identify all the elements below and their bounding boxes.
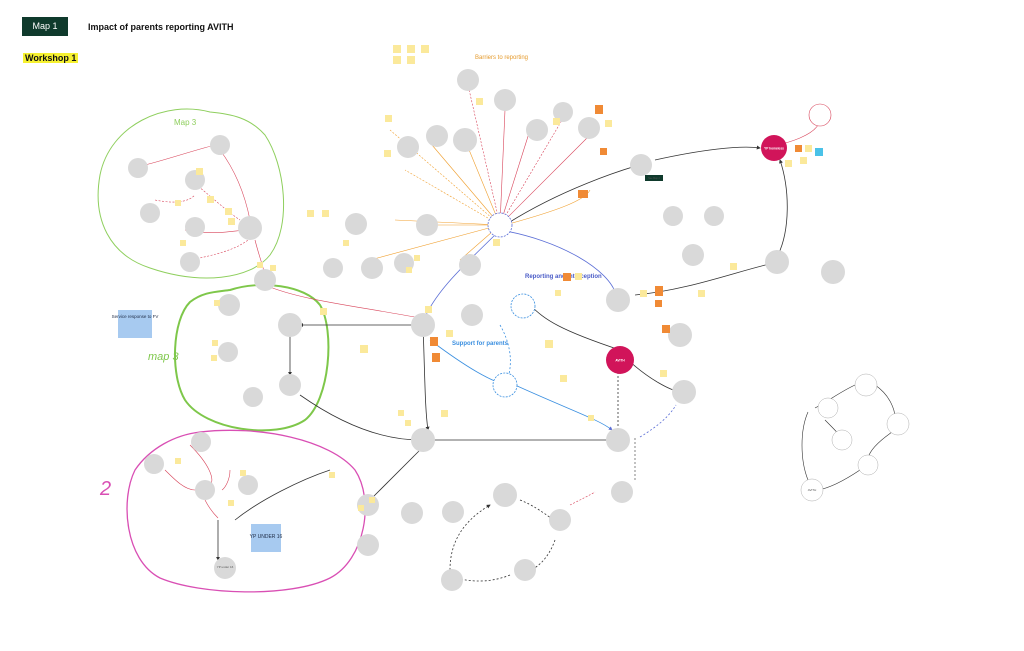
- yp-under16-outline: [126, 429, 366, 593]
- yp-under16-node-label: YP under 16: [217, 565, 234, 569]
- node-left-1: [345, 213, 367, 235]
- node-barrier-5: [494, 89, 516, 111]
- node-education: [357, 534, 379, 556]
- node-u16-2: [191, 432, 211, 452]
- map-title: Impact of parents reporting AVITH: [88, 22, 234, 32]
- node-yp-enter: [411, 428, 435, 452]
- section-barriers: Barriers to reporting: [475, 55, 528, 61]
- node-barrier-6: [526, 119, 548, 141]
- node-barrier-4: [457, 69, 479, 91]
- node-parents-drug: [663, 206, 683, 226]
- node-left-2: [416, 214, 438, 236]
- node-yp-grant: [323, 258, 343, 278]
- avith-node[interactable]: [606, 346, 634, 374]
- map-title-badge: Map 1: [22, 17, 68, 36]
- node-only-support: [279, 374, 301, 396]
- node-mental-conditions: [765, 250, 789, 274]
- connectors: [216, 145, 788, 582]
- node-professional: [461, 304, 483, 326]
- node-m3-2: [128, 158, 148, 178]
- map3-arrows: [144, 124, 819, 519]
- node-parent-support: [510, 293, 536, 319]
- node-yp-lost: [254, 269, 276, 291]
- node-wait: [459, 254, 481, 276]
- node-reduced: [549, 509, 571, 531]
- node-yp-over16: [441, 569, 463, 591]
- node-risk-high: [514, 559, 536, 581]
- grey-nodes: [128, 69, 910, 591]
- handwritten-two: 2: [99, 478, 111, 500]
- avith-small-label: AVITH: [808, 488, 817, 492]
- service-response-label: Service response to FV: [112, 314, 159, 319]
- barrier-arrows: [369, 84, 596, 261]
- node-legal: [442, 501, 464, 523]
- node-barrier-7: [553, 102, 573, 122]
- node-no-clear: [243, 387, 263, 407]
- node-barrier-2: [426, 125, 448, 147]
- node-u16-4: [195, 480, 215, 500]
- yp-under16-label: YP UNDER 16: [250, 534, 283, 540]
- node-m3-5: [185, 217, 205, 237]
- node-mental-health: [682, 244, 704, 266]
- node-parent-lack: [704, 206, 724, 226]
- node-yp-ongoing: [672, 380, 696, 404]
- node-barrier-1: [397, 136, 419, 158]
- node-u16-1: [144, 454, 164, 474]
- node-m3-4: [140, 203, 160, 223]
- yp-under16-box: [251, 524, 281, 552]
- node-parents-stay: [492, 372, 518, 398]
- node-reported-fv: [411, 313, 435, 337]
- node-m3-1: [210, 135, 230, 155]
- sticky-notes: [175, 45, 823, 511]
- section-map3: Map 3: [174, 118, 197, 127]
- service-response-box: [118, 310, 152, 338]
- node-approach: [218, 342, 238, 362]
- dark-tag-label: See Map 2: [648, 177, 660, 180]
- node-services-rely: [611, 481, 633, 503]
- node-services-designed: [278, 313, 302, 337]
- node-left-4: [361, 257, 383, 279]
- node-excluding: [668, 323, 692, 347]
- node-u16-3: [238, 475, 258, 495]
- workshop-label: Workshop 1: [23, 53, 79, 63]
- node-yp-risk: [821, 260, 845, 284]
- node-yp-exits: [630, 154, 652, 176]
- node-parents-delay: [487, 212, 513, 238]
- dark-tag: [645, 175, 663, 181]
- node-m3-6: [238, 216, 262, 240]
- node-lack-control: [218, 294, 240, 316]
- yp-homeless-node[interactable]: [761, 135, 787, 161]
- node-families-reported: [606, 288, 630, 312]
- service-response-outline: [173, 284, 330, 432]
- yp-homeless-label: YP homeless: [764, 147, 784, 151]
- node-cultural: [401, 502, 423, 524]
- map3-outline: [97, 108, 285, 279]
- node-yp-gains: [493, 483, 517, 507]
- node-barrier-8: [578, 117, 600, 139]
- node-u16-5: [214, 557, 236, 579]
- handwritten-map3: map 3: [148, 351, 179, 363]
- node-m3-7: [180, 252, 200, 272]
- node-barrier-3: [453, 128, 477, 152]
- section-support: Support for parents: [452, 341, 509, 347]
- node-yp-engaged: [606, 428, 630, 452]
- avith-node-label: AVITH: [615, 359, 625, 363]
